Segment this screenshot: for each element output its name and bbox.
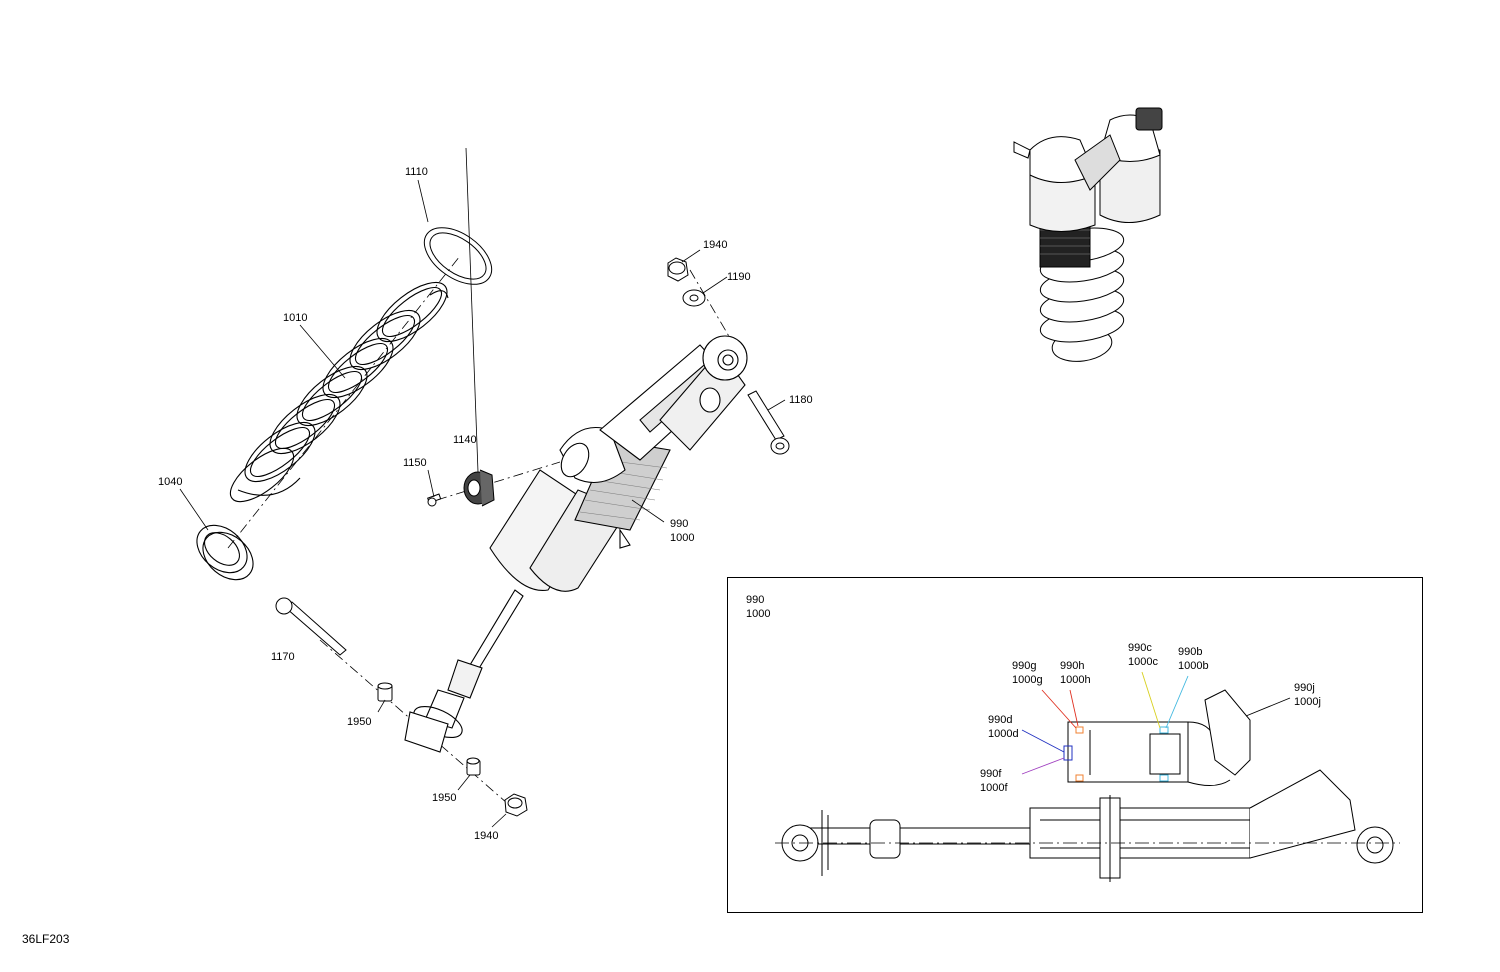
nut-1940-bottom[interactable] [504, 793, 528, 817]
inset-label-990f: 990f [980, 768, 1002, 780]
callout-1940-top: 1940 [703, 239, 728, 251]
washer-1190[interactable] [682, 289, 706, 307]
detail-inset-frame [727, 577, 1423, 913]
inset-label-990d: 990d [988, 714, 1013, 726]
inset-label-1000c: 1000c [1128, 656, 1158, 668]
inset-label-1000b: 1000b [1178, 660, 1209, 672]
inset-label-990j: 990j [1294, 682, 1315, 694]
callout-1040: 1040 [158, 476, 183, 488]
callout-1180: 1180 [789, 394, 813, 406]
inset-label-990b: 990b [1178, 646, 1203, 658]
inset-title-1000: 1000 [746, 608, 771, 620]
callout-1000-main: 1000 [670, 532, 695, 544]
inset-label-990g: 990g [1012, 660, 1037, 672]
callout-1110: 1110 [405, 166, 428, 178]
seal-markers [1063, 726, 1169, 782]
spring-seat-1040[interactable] [188, 516, 263, 590]
inset-label-1000f: 1000f [980, 782, 1008, 794]
leader-lines [179, 147, 786, 828]
inset-label-1000d: 1000d [988, 728, 1019, 740]
shock-absorber-990[interactable] [404, 335, 748, 753]
inset-leaders [1021, 671, 1291, 775]
callout-1190: 1190 [727, 271, 751, 283]
inset-label-1000h: 1000h [1060, 674, 1091, 686]
callout-1940-bottom: 1940 [474, 830, 499, 842]
callout-1950-lower: 1950 [432, 792, 457, 804]
inset-label-1000j: 1000j [1294, 696, 1321, 708]
callout-1950-upper: 1950 [347, 716, 372, 728]
inset-label-1000g: 1000g [1012, 674, 1043, 686]
adjuster-knob-1140[interactable] [463, 469, 495, 507]
callout-1170: 1170 [271, 651, 295, 663]
inset-label-990c: 990c [1128, 642, 1152, 654]
spacer-1950-upper[interactable] [377, 682, 393, 702]
bolt-1170[interactable] [275, 597, 347, 656]
inset-title-990: 990 [746, 594, 765, 606]
spring-1010[interactable] [222, 272, 456, 511]
callout-1140: 1140 [453, 434, 477, 446]
ring-1110[interactable] [414, 216, 501, 296]
spacer-1950-lower[interactable] [466, 757, 481, 776]
screw-1150[interactable] [427, 493, 442, 507]
bolt-1180[interactable] [747, 390, 790, 455]
callout-1010: 1010 [283, 312, 308, 324]
nut-1940-top[interactable] [667, 257, 689, 282]
callout-1150: 1150 [403, 457, 427, 469]
figure-code: 36LF203 [22, 932, 70, 946]
callout-990-main: 990 [670, 518, 689, 530]
assembled-shock-view [1013, 107, 1163, 362]
axis-lines [227, 255, 741, 811]
inset-label-990h: 990h [1060, 660, 1085, 672]
